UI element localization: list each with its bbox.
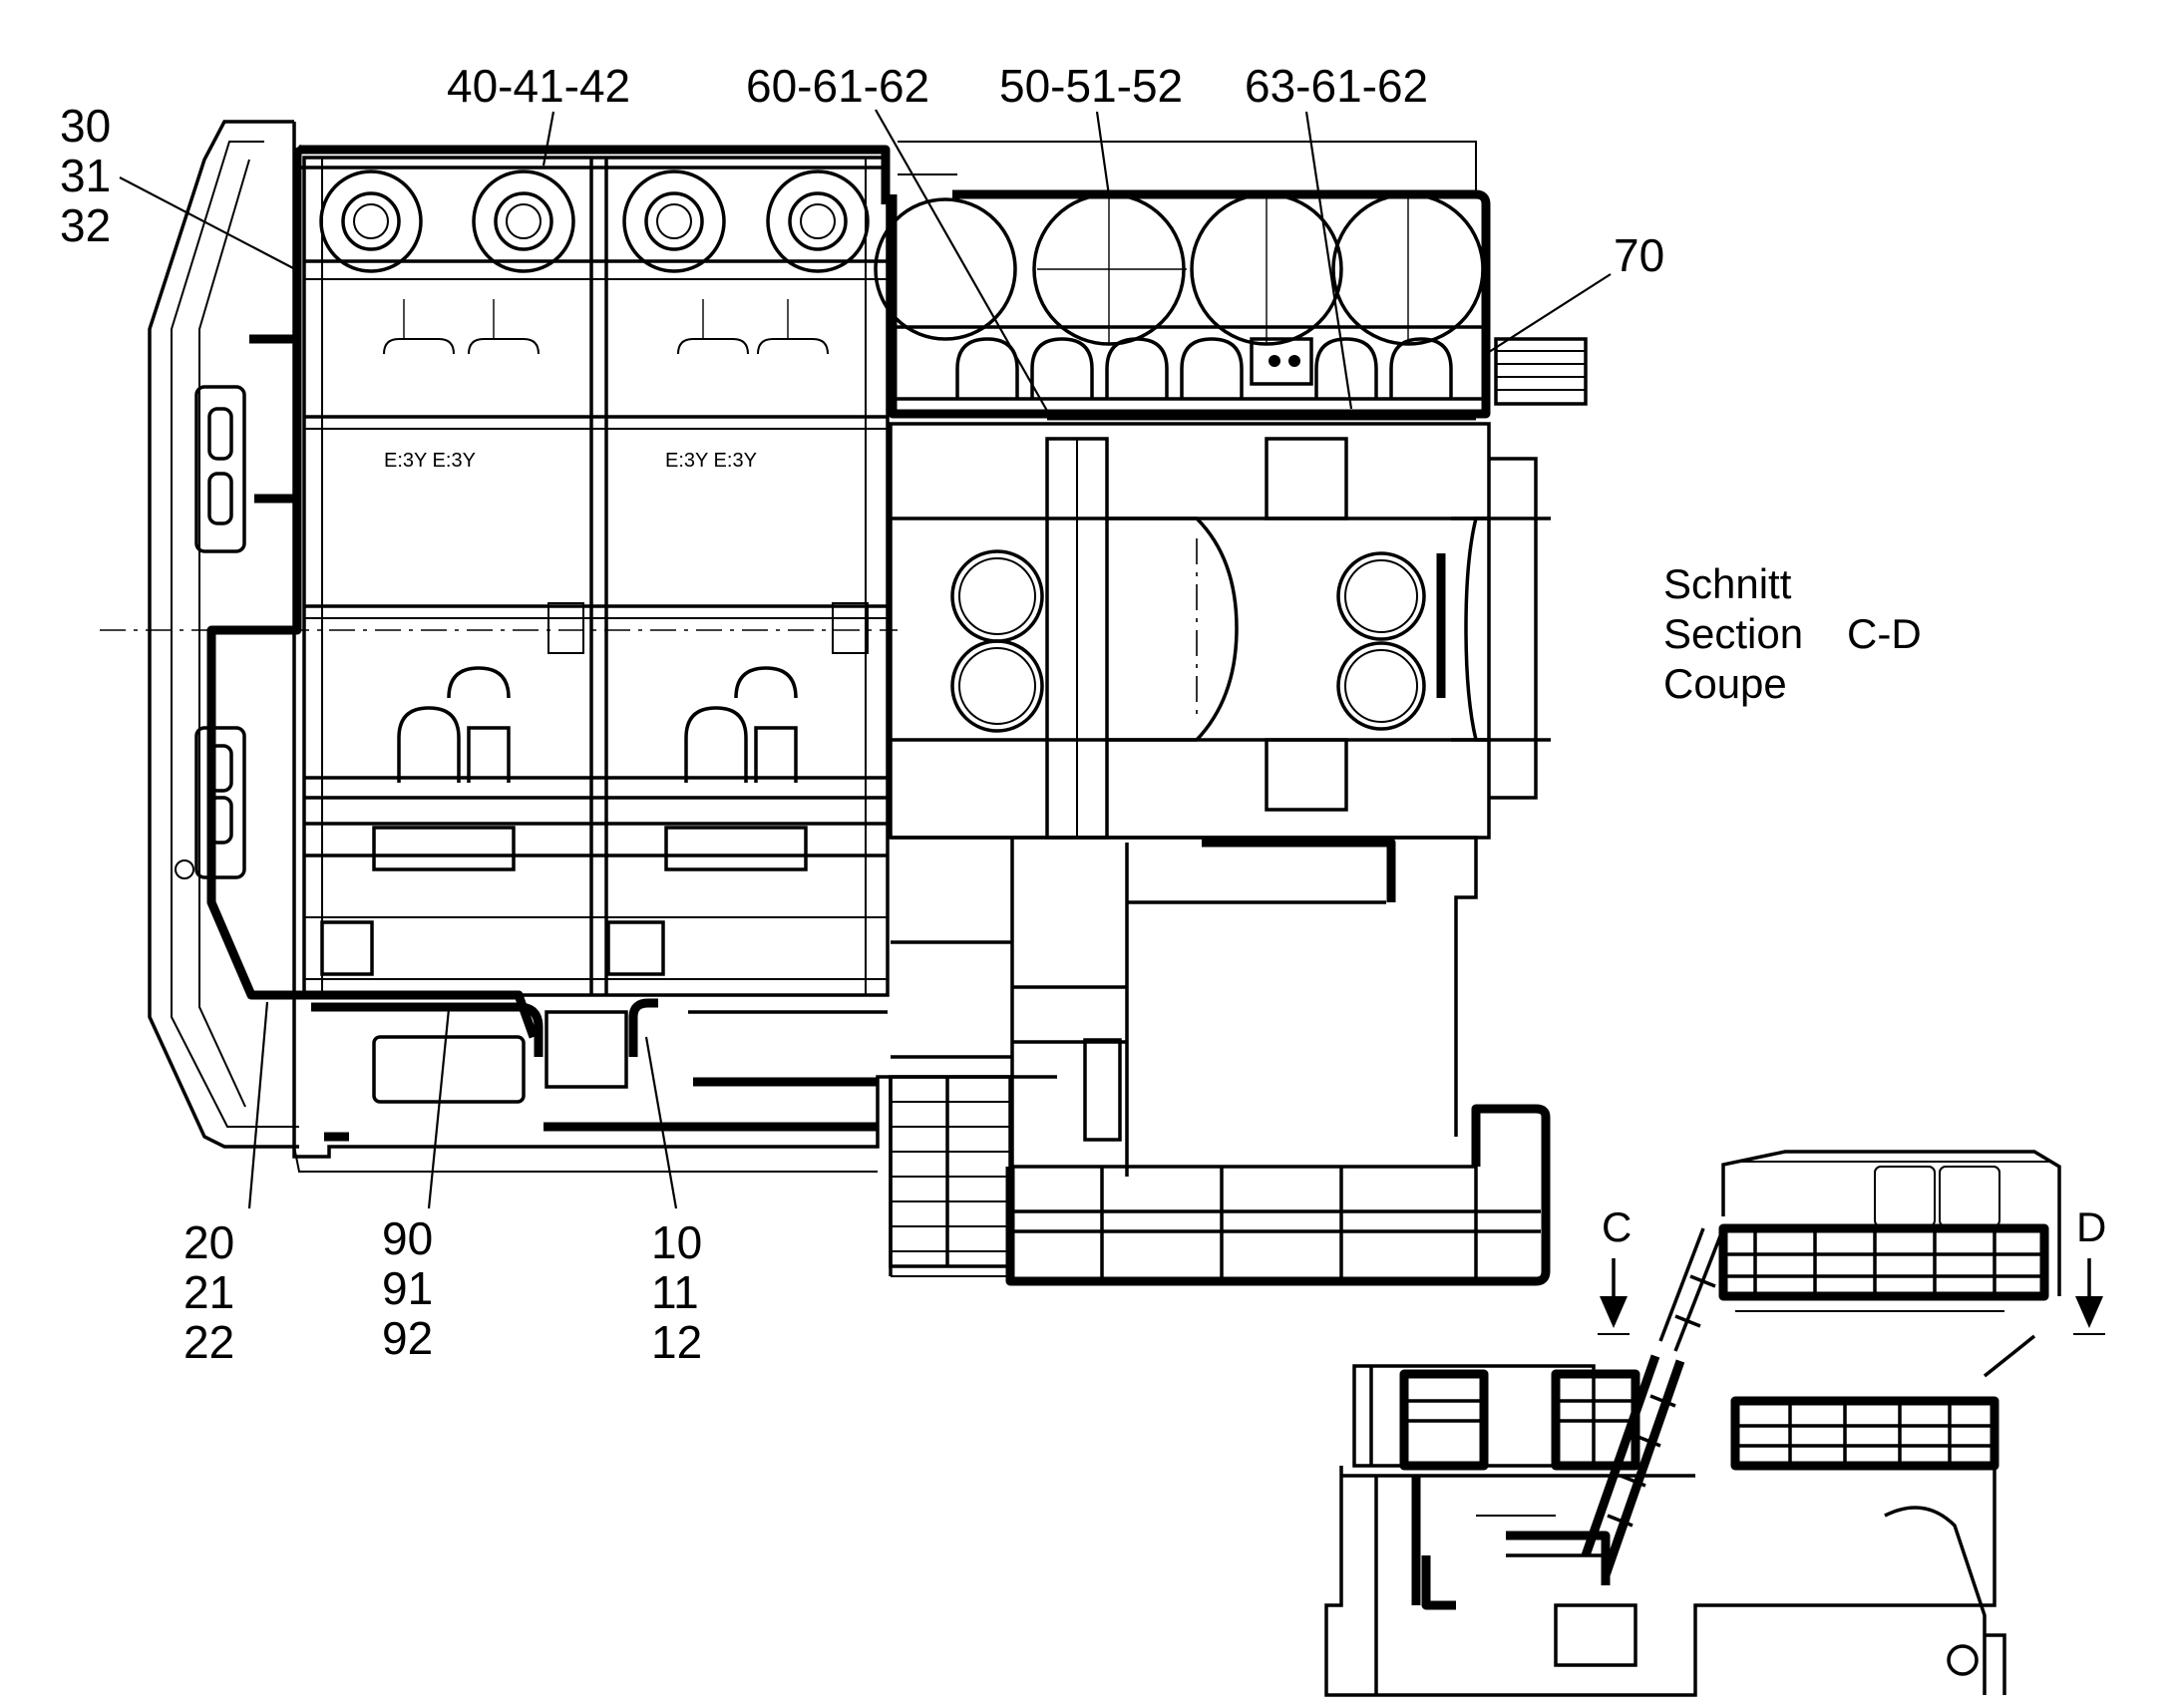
callout-50-51-52: 50-51-52 <box>999 60 1183 112</box>
section-title: Schnitt Section C-D Coupe <box>1663 560 1922 707</box>
callout-30: 30 <box>60 100 111 152</box>
callout-40-41-42: 40-41-42 <box>447 60 630 112</box>
lower-machinery <box>889 836 1551 1286</box>
section-marker-c: C <box>1602 1203 1632 1250</box>
section-title-en: Section <box>1663 610 1803 657</box>
callout-91: 91 <box>382 1262 433 1314</box>
callout-31: 31 <box>60 150 111 201</box>
callout-21: 21 <box>183 1266 234 1318</box>
section-marker-d: D <box>2076 1203 2106 1250</box>
svg-text:E:3Y E:3Y: E:3Y E:3Y <box>665 450 757 472</box>
bay-components: E:3Y E:3Y E:3Y E:3Y <box>320 299 869 976</box>
callout-63-61-62: 63-61-62 <box>1245 60 1428 112</box>
callout-60-61-62: 60-61-62 <box>746 60 929 112</box>
svg-text:E:3Y E:3Y: E:3Y E:3Y <box>384 450 476 472</box>
callout-20: 20 <box>183 1216 234 1268</box>
callout-22: 22 <box>183 1316 234 1368</box>
fan-row <box>319 170 870 273</box>
callout-12: 12 <box>651 1316 702 1368</box>
callout-10: 10 <box>651 1216 702 1268</box>
callout-11: 11 <box>651 1266 699 1318</box>
plan-view: E:3Y E:3Y E:3Y E:3Y <box>100 120 1588 1286</box>
callout-70: 70 <box>1614 229 1664 281</box>
callout-90: 90 <box>382 1212 433 1264</box>
callout-90-91-92: 90 91 92 <box>382 1212 433 1364</box>
section-title-de: Schnitt <box>1663 560 1792 607</box>
callout-10-11-12: 10 11 12 <box>651 1216 702 1368</box>
central-machinery <box>889 422 1551 840</box>
callout-32: 32 <box>60 199 111 251</box>
section-id: C-D <box>1847 610 1922 657</box>
section-title-fr: Coupe <box>1663 660 1787 707</box>
callout-30-31-32: 30 31 32 <box>60 100 111 251</box>
leader-lines <box>119 109 1612 1209</box>
callout-92: 92 <box>382 1312 433 1364</box>
cooler-block <box>874 189 1588 421</box>
callout-20-21-22: 20 21 22 <box>183 1216 234 1368</box>
section-view <box>1324 1150 2105 1697</box>
